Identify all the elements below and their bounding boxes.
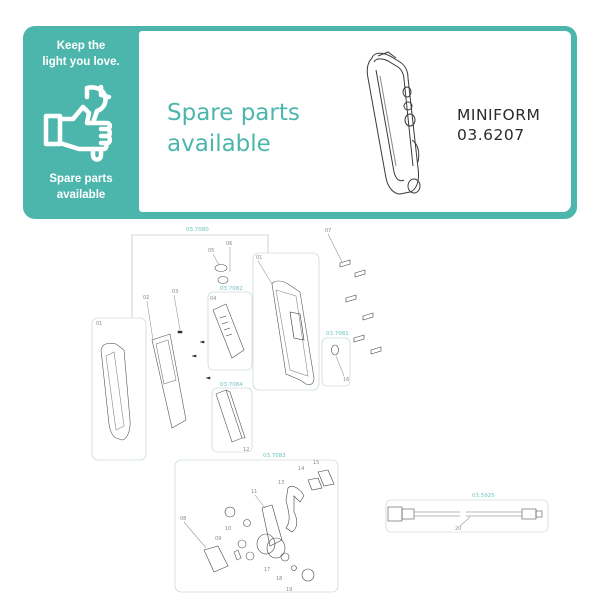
part-label-19: 19 (286, 587, 292, 593)
part-label-04: 04 (210, 296, 216, 302)
group-label-03-7083: 03.7083 (263, 453, 286, 459)
part-label-09: 09 (215, 536, 221, 542)
part-label-13: 13 (278, 480, 284, 486)
group-03-7080: 03.7080 (131, 227, 269, 318)
tagline: Keep the light you love. (23, 38, 139, 70)
thumbs-up-wrench-icon (43, 84, 113, 162)
product-info: MINIFORM 03.6207 (457, 105, 540, 145)
banner-content-panel (139, 31, 571, 212)
part-label-11: 11 (251, 489, 257, 495)
part-label-10: 10 (225, 526, 231, 532)
headline-line-1: Spare parts (167, 100, 300, 126)
part-label-17: 17 (264, 567, 270, 573)
product-name: MINIFORM (457, 106, 541, 124)
exploded-parts-diagram: 03.7080 05 06 03 02 01 03.7082 04 03.708… (91, 227, 549, 593)
badge-line-1: Spare parts (49, 173, 113, 185)
part-label-20: 20 (455, 526, 461, 532)
part-label-16: 16 (343, 377, 349, 383)
badge-line-2: available (56, 189, 106, 201)
headline-line-2: available (167, 131, 271, 157)
part-label-02: 02 (143, 295, 149, 301)
part-label-05: 05 (208, 248, 214, 254)
tagline-line-2: light you love. (42, 56, 120, 68)
product-illustration (366, 51, 421, 195)
part-label-08: 08 (180, 516, 186, 522)
part-label-07: 07 (325, 228, 331, 234)
part-label-18: 18 (276, 576, 282, 582)
product-code: 03.6207 (457, 126, 525, 144)
part-label-01-front: 01 (96, 321, 102, 327)
headline: Spare parts available (167, 98, 300, 160)
group-label-03-5925: 03.5925 (472, 493, 495, 499)
tagline-line-1: Keep the (56, 40, 106, 52)
part-label-03: 03 (172, 289, 178, 295)
badge-text: Spare parts available (23, 171, 139, 203)
part-label-15: 15 (313, 460, 319, 466)
part-label-06: 06 (226, 241, 232, 247)
part-label-12: 12 (243, 447, 249, 453)
group-label-03-7081: 03.7081 (326, 331, 349, 337)
part-label-14: 14 (298, 466, 304, 472)
part-label-01-rear: 01 (256, 255, 262, 261)
group-label-03-7084: 03.7084 (220, 382, 243, 388)
group-label-03-7080: 03.7080 (186, 227, 209, 233)
group-label-03-7082: 03.7082 (220, 286, 243, 292)
